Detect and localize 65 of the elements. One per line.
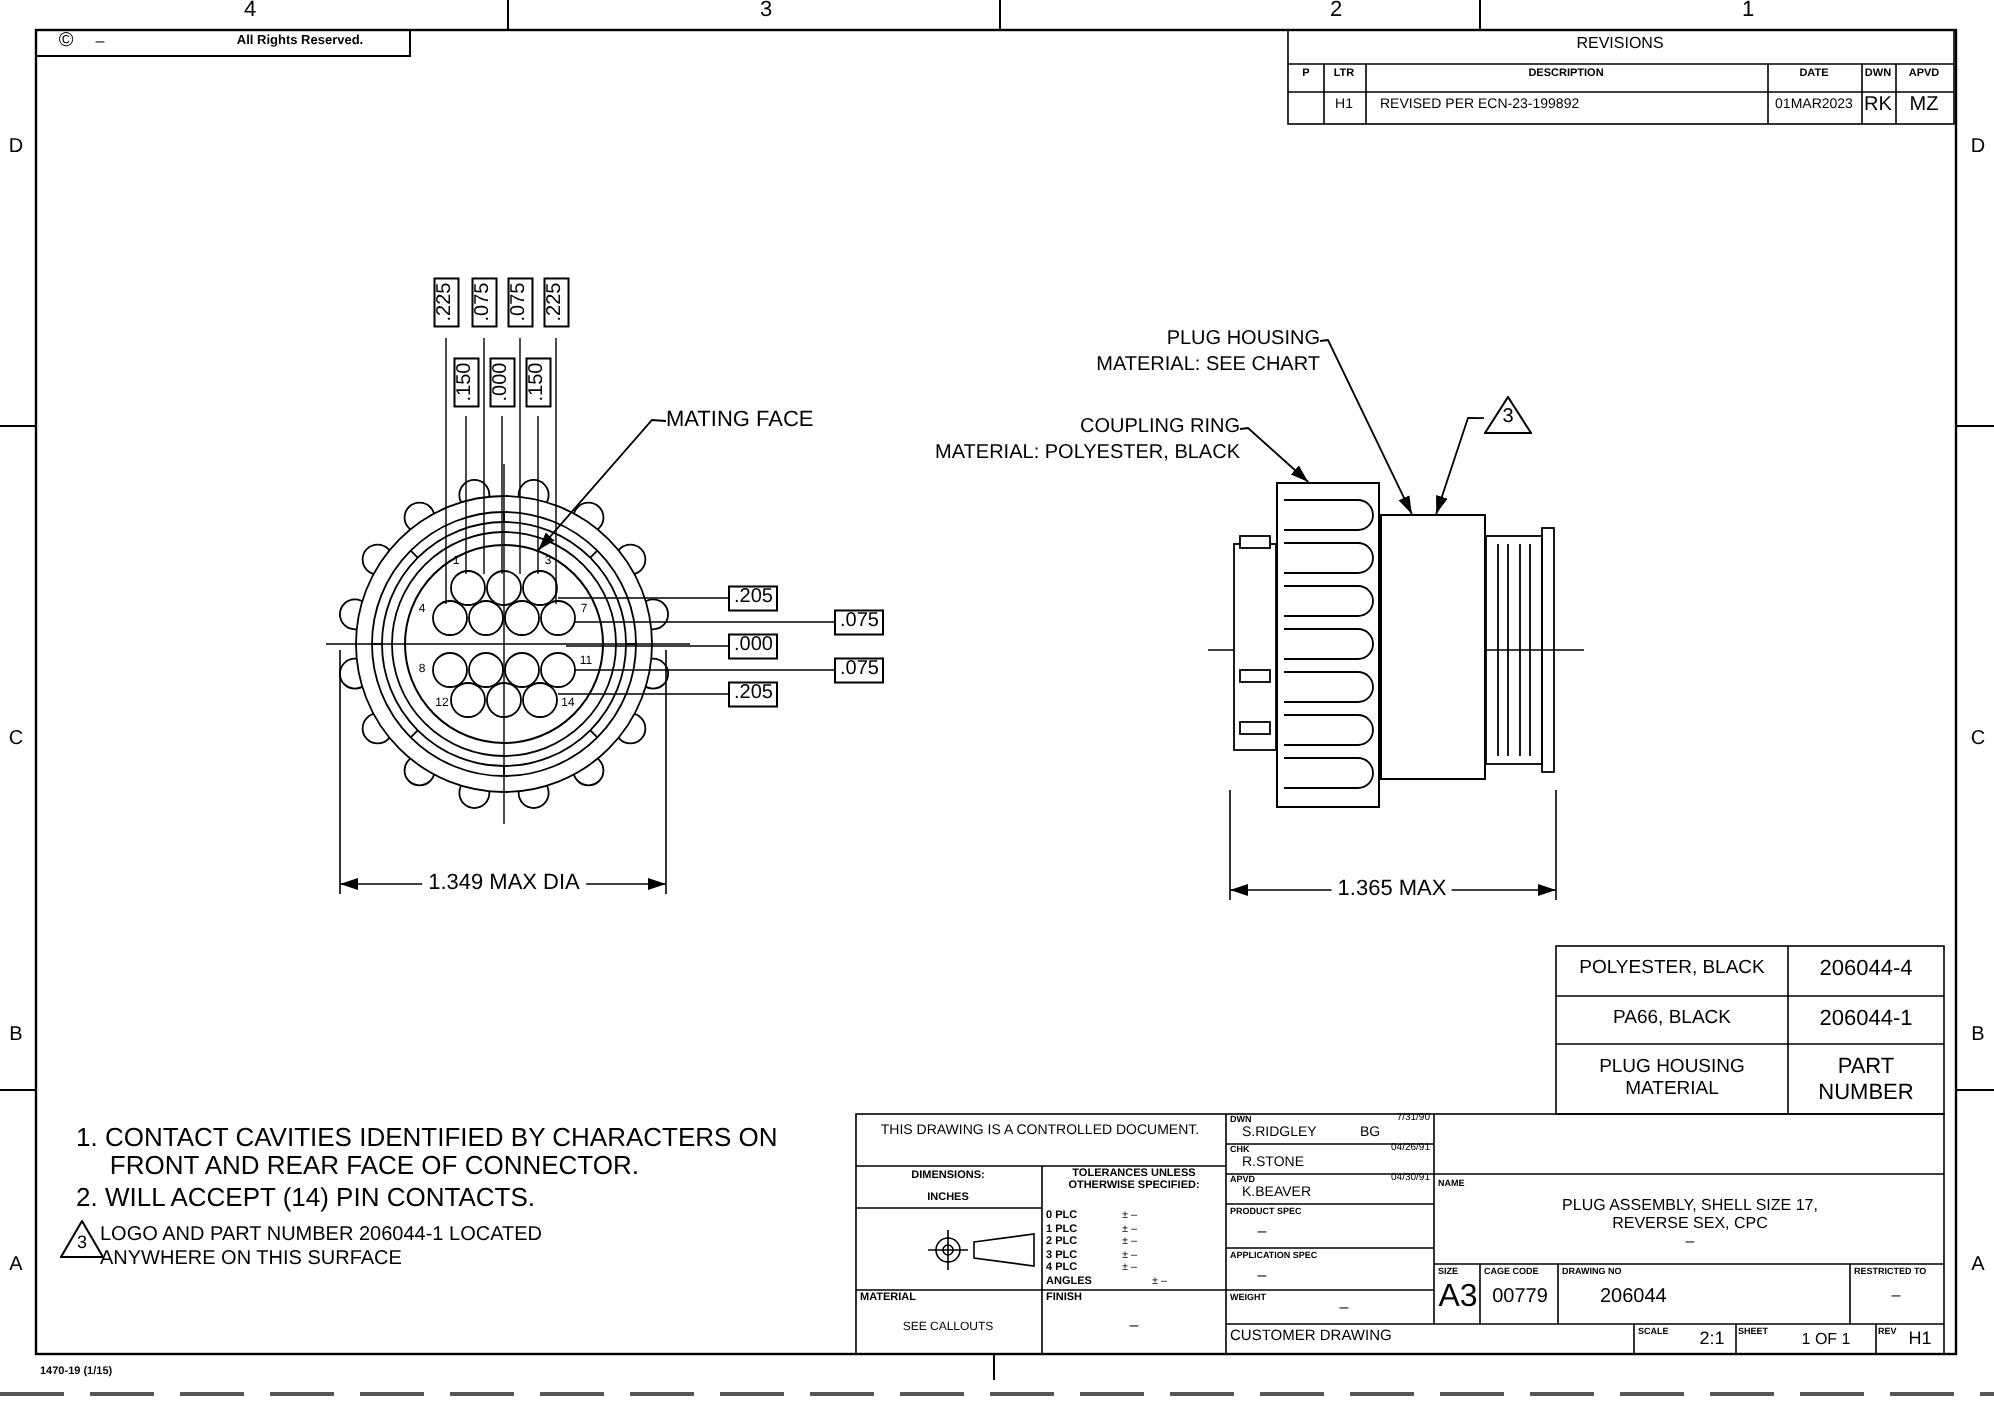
mating-face-circle [404,544,604,744]
table-text: – [1257,1266,1267,1285]
table-text: – [1339,1298,1349,1317]
dimension-value: .075 [834,609,885,635]
table-text: 2:1 [1699,1328,1725,1349]
table-text: 206044-4 [1819,957,1913,983]
dimension-value: .205 [728,585,779,611]
dimension-value: .225 [543,276,569,328]
callout-text: COUPLING RING [1077,416,1240,441]
callout-text: MATERIAL: POLYESTER, BLACK [933,441,1240,466]
zone-label: D [1970,136,1986,159]
table-header: PART NUMBER [1816,1054,1916,1106]
zone-label: C [1970,728,1986,751]
coupling-ring [1276,482,1380,808]
dimension-value: .075 [471,276,497,328]
table-text: H1 [1908,1328,1932,1349]
revision-flag: 3 [60,1220,104,1258]
table-text: – [1129,1316,1139,1335]
table-text: 206044 [1600,1286,1667,1309]
dimension-value: .150 [453,356,479,408]
leader-line [537,419,667,551]
zone-label: A [1971,1254,1985,1277]
callout-text: MATING FACE [666,408,856,432]
zone-label: D [8,136,24,159]
table-header: REVISIONS [1576,34,1664,53]
note-text: 2. WILL ACCEPT (14) PIN CONTACTS. [76,1184,537,1213]
dimension-value: .150 [525,356,551,408]
table-text: 1 OF 1 [1801,1330,1851,1349]
dimension-value: .075 [834,657,885,683]
dimension-value: .225 [433,276,459,328]
table-text: PA66, BLACK [1613,1009,1731,1031]
table-header: PLUG HOUSING MATERIAL [1597,1058,1747,1102]
revision-flag: 3 [1484,396,1532,434]
callout-text: PLUG HOUSING [1164,328,1320,353]
table-text: 00779 [1492,1286,1548,1309]
zone-label: 4 [243,0,257,24]
table-text: – [1891,1286,1901,1305]
table-text: RK [1864,94,1892,117]
table-text: MZ [1909,94,1939,117]
dimension-value: .000 [489,356,515,408]
zone-label: 1 [1741,0,1755,24]
zone-label: A [9,1254,23,1277]
dimension-value: .205 [728,681,779,707]
zone-label: C [8,728,24,751]
zone-label: B [1971,1024,1985,1047]
table-text: – [1257,1222,1267,1241]
dimension-value: .075 [507,276,533,328]
copyright-text: – [95,32,105,51]
plug-housing-body [1380,514,1486,780]
note-text: LOGO AND PART NUMBER 206044-1 LOCATED ANYWHERE ON THIS SURFACE [100,1224,545,1270]
leader-line [1319,339,1413,515]
table-text: PLUG ASSEMBLY, SHELL SIZE 17, REVERSE SEX, CPC [1560,1196,1820,1233]
zone-label: 2 [1329,0,1343,24]
note-text: 1. CONTACT CAVITIES IDENTIFIED BY CHARACTERS ON FRONT AND REAR FACE OF CONNECTOR. [76,1124,780,1182]
zone-label: 3 [759,0,773,24]
table-text: – [1685,1232,1695,1251]
leader-line [1239,427,1310,483]
zone-label: B [9,1024,23,1047]
dimension-value: .000 [728,633,779,659]
table-text: 206044-1 [1819,1007,1913,1033]
copyright-symbol: © [58,30,74,53]
callout-text: MATERIAL: SEE CHART [1094,353,1320,378]
table-text: A3 [1438,1280,1478,1317]
table-text: POLYESTER, BLACK [1579,959,1765,981]
leader-line [1435,417,1485,515]
